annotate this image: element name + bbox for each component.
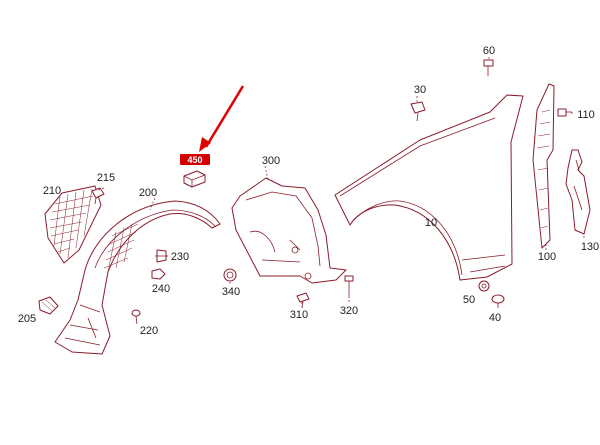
label-220[interactable]: 220 [140, 325, 158, 337]
label-200[interactable]: 200 [139, 187, 157, 199]
part-30-clip[interactable] [410, 101, 426, 122]
label-40[interactable]: 40 [489, 312, 501, 324]
label-320[interactable]: 320 [340, 305, 358, 317]
part-230-clip[interactable] [155, 249, 168, 263]
part-300-inner-liner[interactable] [231, 177, 347, 284]
part-220-screw[interactable] [131, 309, 141, 325]
part-50-nut[interactable] [478, 280, 490, 292]
label-100[interactable]: 100 [538, 251, 556, 263]
label-240[interactable]: 240 [152, 283, 170, 295]
part-205-bracket[interactable] [38, 296, 59, 315]
label-300[interactable]: 300 [262, 155, 280, 167]
label-10[interactable]: 10 [425, 217, 437, 229]
part-10-fender[interactable] [334, 94, 524, 281]
part-450-pad[interactable] [183, 170, 206, 188]
part-40-bolt[interactable] [491, 294, 505, 308]
pointer-arrow [199, 85, 245, 152]
label-230[interactable]: 230 [171, 251, 189, 263]
label-340[interactable]: 340 [222, 286, 240, 298]
label-30[interactable]: 30 [414, 84, 426, 96]
part-60-bolt[interactable] [483, 59, 494, 76]
part-215-clip[interactable] [91, 187, 105, 205]
label-215[interactable]: 215 [97, 172, 115, 184]
part-100-bracket[interactable] [532, 83, 555, 249]
part-130-seal[interactable] [565, 149, 591, 235]
label-60[interactable]: 60 [483, 45, 495, 57]
part-320-bolt[interactable] [344, 275, 354, 298]
part-labels: 60 30 110 300 215 210 200 10 130 230 100… [18, 45, 599, 337]
label-130[interactable]: 130 [581, 241, 599, 253]
label-50[interactable]: 50 [463, 294, 475, 306]
leader-lines [97, 57, 585, 308]
part-340-plug[interactable] [223, 268, 237, 282]
part-110-bolt[interactable] [557, 108, 572, 117]
label-210[interactable]: 210 [43, 185, 61, 197]
label-205[interactable]: 205 [18, 313, 36, 325]
part-240-nut[interactable] [151, 268, 166, 280]
label-310[interactable]: 310 [290, 309, 308, 321]
label-110[interactable]: 110 [577, 109, 595, 121]
highlight-label-450[interactable]: 450 [180, 154, 210, 165]
part-310-screw[interactable] [296, 292, 310, 309]
svg-text:450: 450 [187, 155, 202, 165]
part-200-wheel-arch-liner[interactable] [54, 200, 221, 355]
